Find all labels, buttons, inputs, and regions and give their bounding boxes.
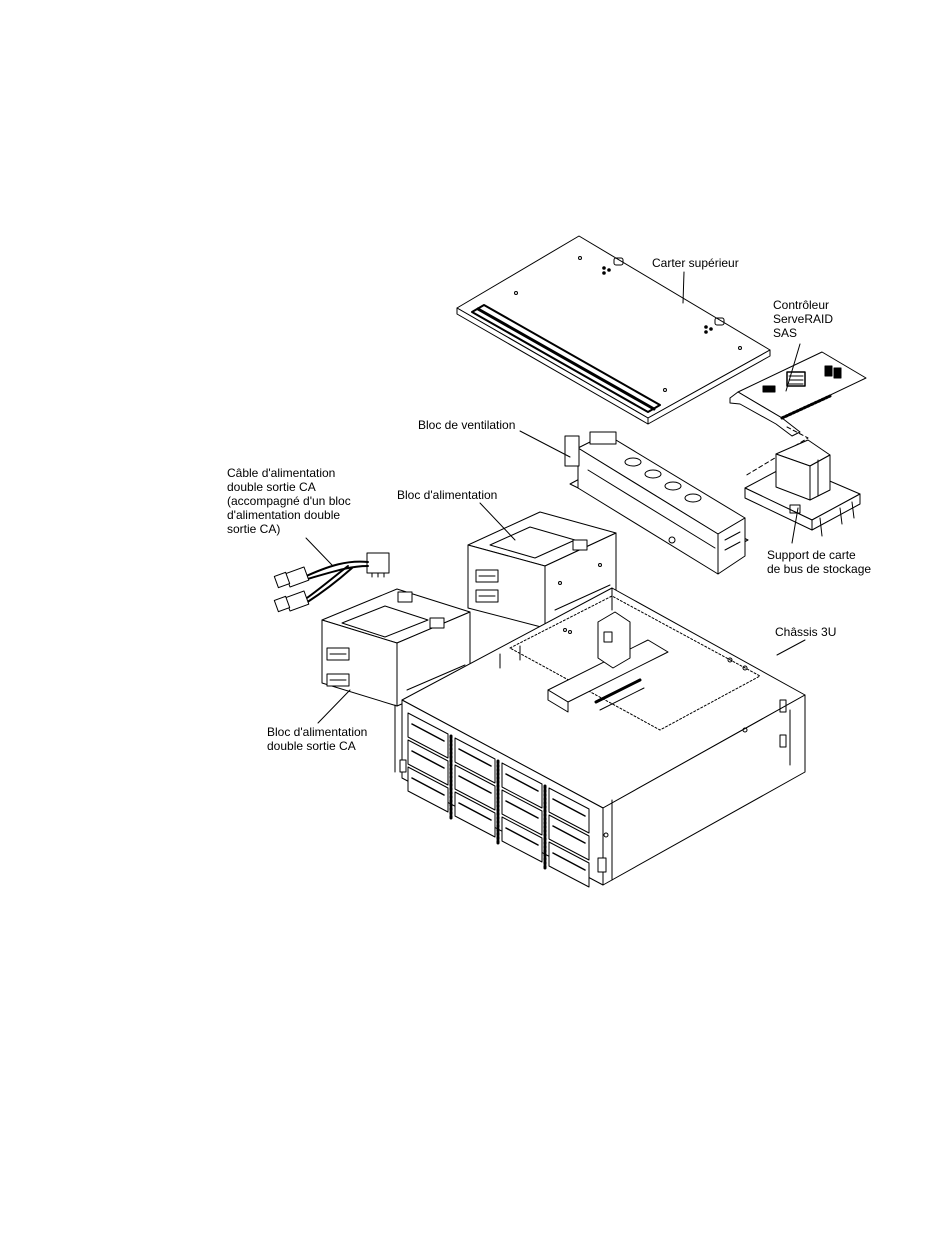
label-top-cover: Carter supérieur xyxy=(652,256,739,270)
leader-dual-power-supply xyxy=(318,690,350,723)
label-dual-power-supply: Bloc d'alimentation double sortie CA xyxy=(267,725,367,753)
leader-chassis xyxy=(777,640,805,655)
label-chassis: Châssis 3U xyxy=(775,625,836,639)
label-raid-controller: Contrôleur ServeRAID SAS xyxy=(773,298,833,340)
label-storage-bracket: Support de carte de bus de stockage xyxy=(767,548,871,576)
label-fan-bracket: Bloc de ventilation xyxy=(418,418,515,432)
storage-bus-bracket xyxy=(745,440,860,536)
label-power-supply: Bloc d'alimentation xyxy=(397,488,497,502)
leader-fan-bracket xyxy=(520,431,570,457)
leader-dual-cable xyxy=(306,538,332,565)
label-dual-cable: Câble d'alimentation double sortie CA (a… xyxy=(227,466,351,536)
